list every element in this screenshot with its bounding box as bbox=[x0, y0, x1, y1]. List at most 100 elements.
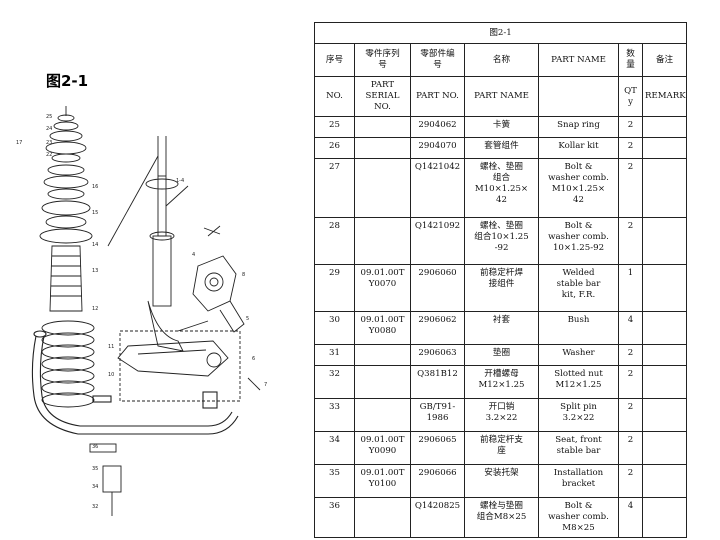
header-remark-en: REMARK bbox=[641, 76, 688, 117]
svg-text:34: 34 bbox=[92, 484, 98, 490]
cell-remark bbox=[641, 158, 688, 218]
cell-remark bbox=[641, 137, 688, 159]
cell-qty: 2 bbox=[618, 365, 643, 399]
cell-name-cn: 开槽螺母 M12×1.25 bbox=[464, 365, 539, 399]
cell-part-no: Q1421092 bbox=[410, 217, 465, 265]
cell-name-cn: 套管组件 bbox=[464, 137, 539, 159]
cell-remark bbox=[641, 398, 688, 432]
caption-row: 图2-1 bbox=[313, 22, 688, 44]
header-partno-en: PART NO. bbox=[410, 76, 465, 117]
cell-qty: 2 bbox=[618, 217, 643, 265]
cell-no: 28 bbox=[314, 217, 355, 265]
cell-name-cn: 前稳定杆焊 接组件 bbox=[464, 264, 539, 312]
coil-spring bbox=[41, 320, 95, 408]
lower-control-arm bbox=[117, 330, 241, 402]
header-qty-en: QT y bbox=[618, 76, 643, 117]
cell-name-en: Bolt & washer comb. 10×1.25-92 bbox=[538, 217, 619, 265]
cell-part-no: Q1421042 bbox=[410, 158, 465, 218]
cell-no: 34 bbox=[314, 431, 355, 465]
svg-text:14: 14 bbox=[92, 242, 98, 248]
cell-name-cn: 前稳定杆支 座 bbox=[464, 431, 539, 465]
cell-remark bbox=[641, 464, 688, 498]
cell-serial: 09.01.00T Y0090 bbox=[354, 431, 411, 465]
cell-no: 35 bbox=[314, 464, 355, 498]
cell-name-en: Slotted nut M12×1.25 bbox=[538, 365, 619, 399]
cell-name-cn: 卡簧 bbox=[464, 116, 539, 138]
cell-serial: 09.01.00T Y0100 bbox=[354, 464, 411, 498]
cell-name-cn: 螺栓与垫圈 组合M8×25 bbox=[464, 497, 539, 538]
cell-name-en: Split pin 3.2×22 bbox=[538, 398, 619, 432]
svg-text:32: 32 bbox=[92, 504, 98, 510]
cell-no: 26 bbox=[314, 137, 355, 159]
header-remark-cn: 备注 bbox=[641, 43, 688, 77]
stabilizer-bar bbox=[31, 330, 239, 435]
cell-qty: 2 bbox=[618, 398, 643, 432]
cell-serial bbox=[354, 137, 411, 159]
cell-serial bbox=[354, 217, 411, 265]
cell-qty: 2 bbox=[618, 158, 643, 218]
svg-text:8: 8 bbox=[242, 272, 245, 278]
svg-text:25: 25 bbox=[46, 114, 52, 120]
figure-title: 图2-1 bbox=[46, 72, 89, 90]
svg-text:11: 11 bbox=[108, 344, 114, 350]
svg-text:12: 12 bbox=[92, 306, 98, 312]
cell-no: 33 bbox=[314, 398, 355, 432]
cell-part-no: 2906060 bbox=[410, 264, 465, 312]
cell-name-en: Seat, front stable bar bbox=[538, 431, 619, 465]
cell-no: 36 bbox=[314, 497, 355, 538]
cell-name-en: Bolt & washer comb. M8×25 bbox=[538, 497, 619, 538]
cell-name-en: Washer bbox=[538, 344, 619, 366]
svg-text:24: 24 bbox=[46, 126, 52, 132]
cell-part-no: 2904062 bbox=[410, 116, 465, 138]
svg-text:22: 22 bbox=[46, 152, 52, 158]
header-row-cn: 序号 零件序列 号 零部件编 号 名称 PART NAME 数 量 备注 bbox=[314, 43, 688, 77]
dust-boot bbox=[49, 245, 83, 312]
cell-remark bbox=[641, 344, 688, 366]
cell-name-en: Snap ring bbox=[538, 116, 619, 138]
header-name-cn: 名称 bbox=[464, 43, 539, 77]
svg-text:15: 15 bbox=[92, 210, 98, 216]
svg-text:6: 6 bbox=[252, 356, 255, 362]
svg-text:35: 35 bbox=[92, 466, 98, 472]
header-serial-en: PART SERIAL NO. bbox=[354, 76, 411, 117]
svg-text:23: 23 bbox=[46, 140, 52, 146]
cell-part-no: 2904070 bbox=[410, 137, 465, 159]
cell-serial bbox=[354, 158, 411, 218]
cell-no: 30 bbox=[314, 311, 355, 345]
cell-part-no: GB/T91- 1986 bbox=[410, 398, 465, 432]
svg-text:36: 36 bbox=[92, 444, 98, 450]
svg-text:1-4: 1-4 bbox=[176, 178, 184, 184]
cell-remark bbox=[641, 217, 688, 265]
cell-serial: 09.01.00T Y0070 bbox=[354, 264, 411, 312]
cell-serial bbox=[354, 398, 411, 432]
cell-remark bbox=[641, 116, 688, 138]
header-name-en: PART NAME bbox=[464, 76, 539, 117]
cell-remark bbox=[641, 365, 688, 399]
cell-remark bbox=[641, 264, 688, 312]
svg-text:7: 7 bbox=[264, 382, 267, 388]
cell-name-cn: 衬套 bbox=[464, 311, 539, 345]
mount-brackets bbox=[89, 227, 261, 516]
cell-no: 32 bbox=[314, 365, 355, 399]
cell-remark bbox=[641, 311, 688, 345]
cell-name-en: Kollar kit bbox=[538, 137, 619, 159]
cell-part-no: 2906062 bbox=[410, 311, 465, 345]
cell-part-no: Q381B12 bbox=[410, 365, 465, 399]
svg-text:16: 16 bbox=[92, 184, 98, 190]
cell-name-cn: 安装托架 bbox=[464, 464, 539, 498]
cell-qty: 2 bbox=[618, 431, 643, 465]
cell-name-cn: 垫圈 bbox=[464, 344, 539, 366]
cell-serial bbox=[354, 344, 411, 366]
table-caption: 图2-1 bbox=[313, 22, 688, 44]
svg-text:13: 13 bbox=[92, 268, 98, 274]
